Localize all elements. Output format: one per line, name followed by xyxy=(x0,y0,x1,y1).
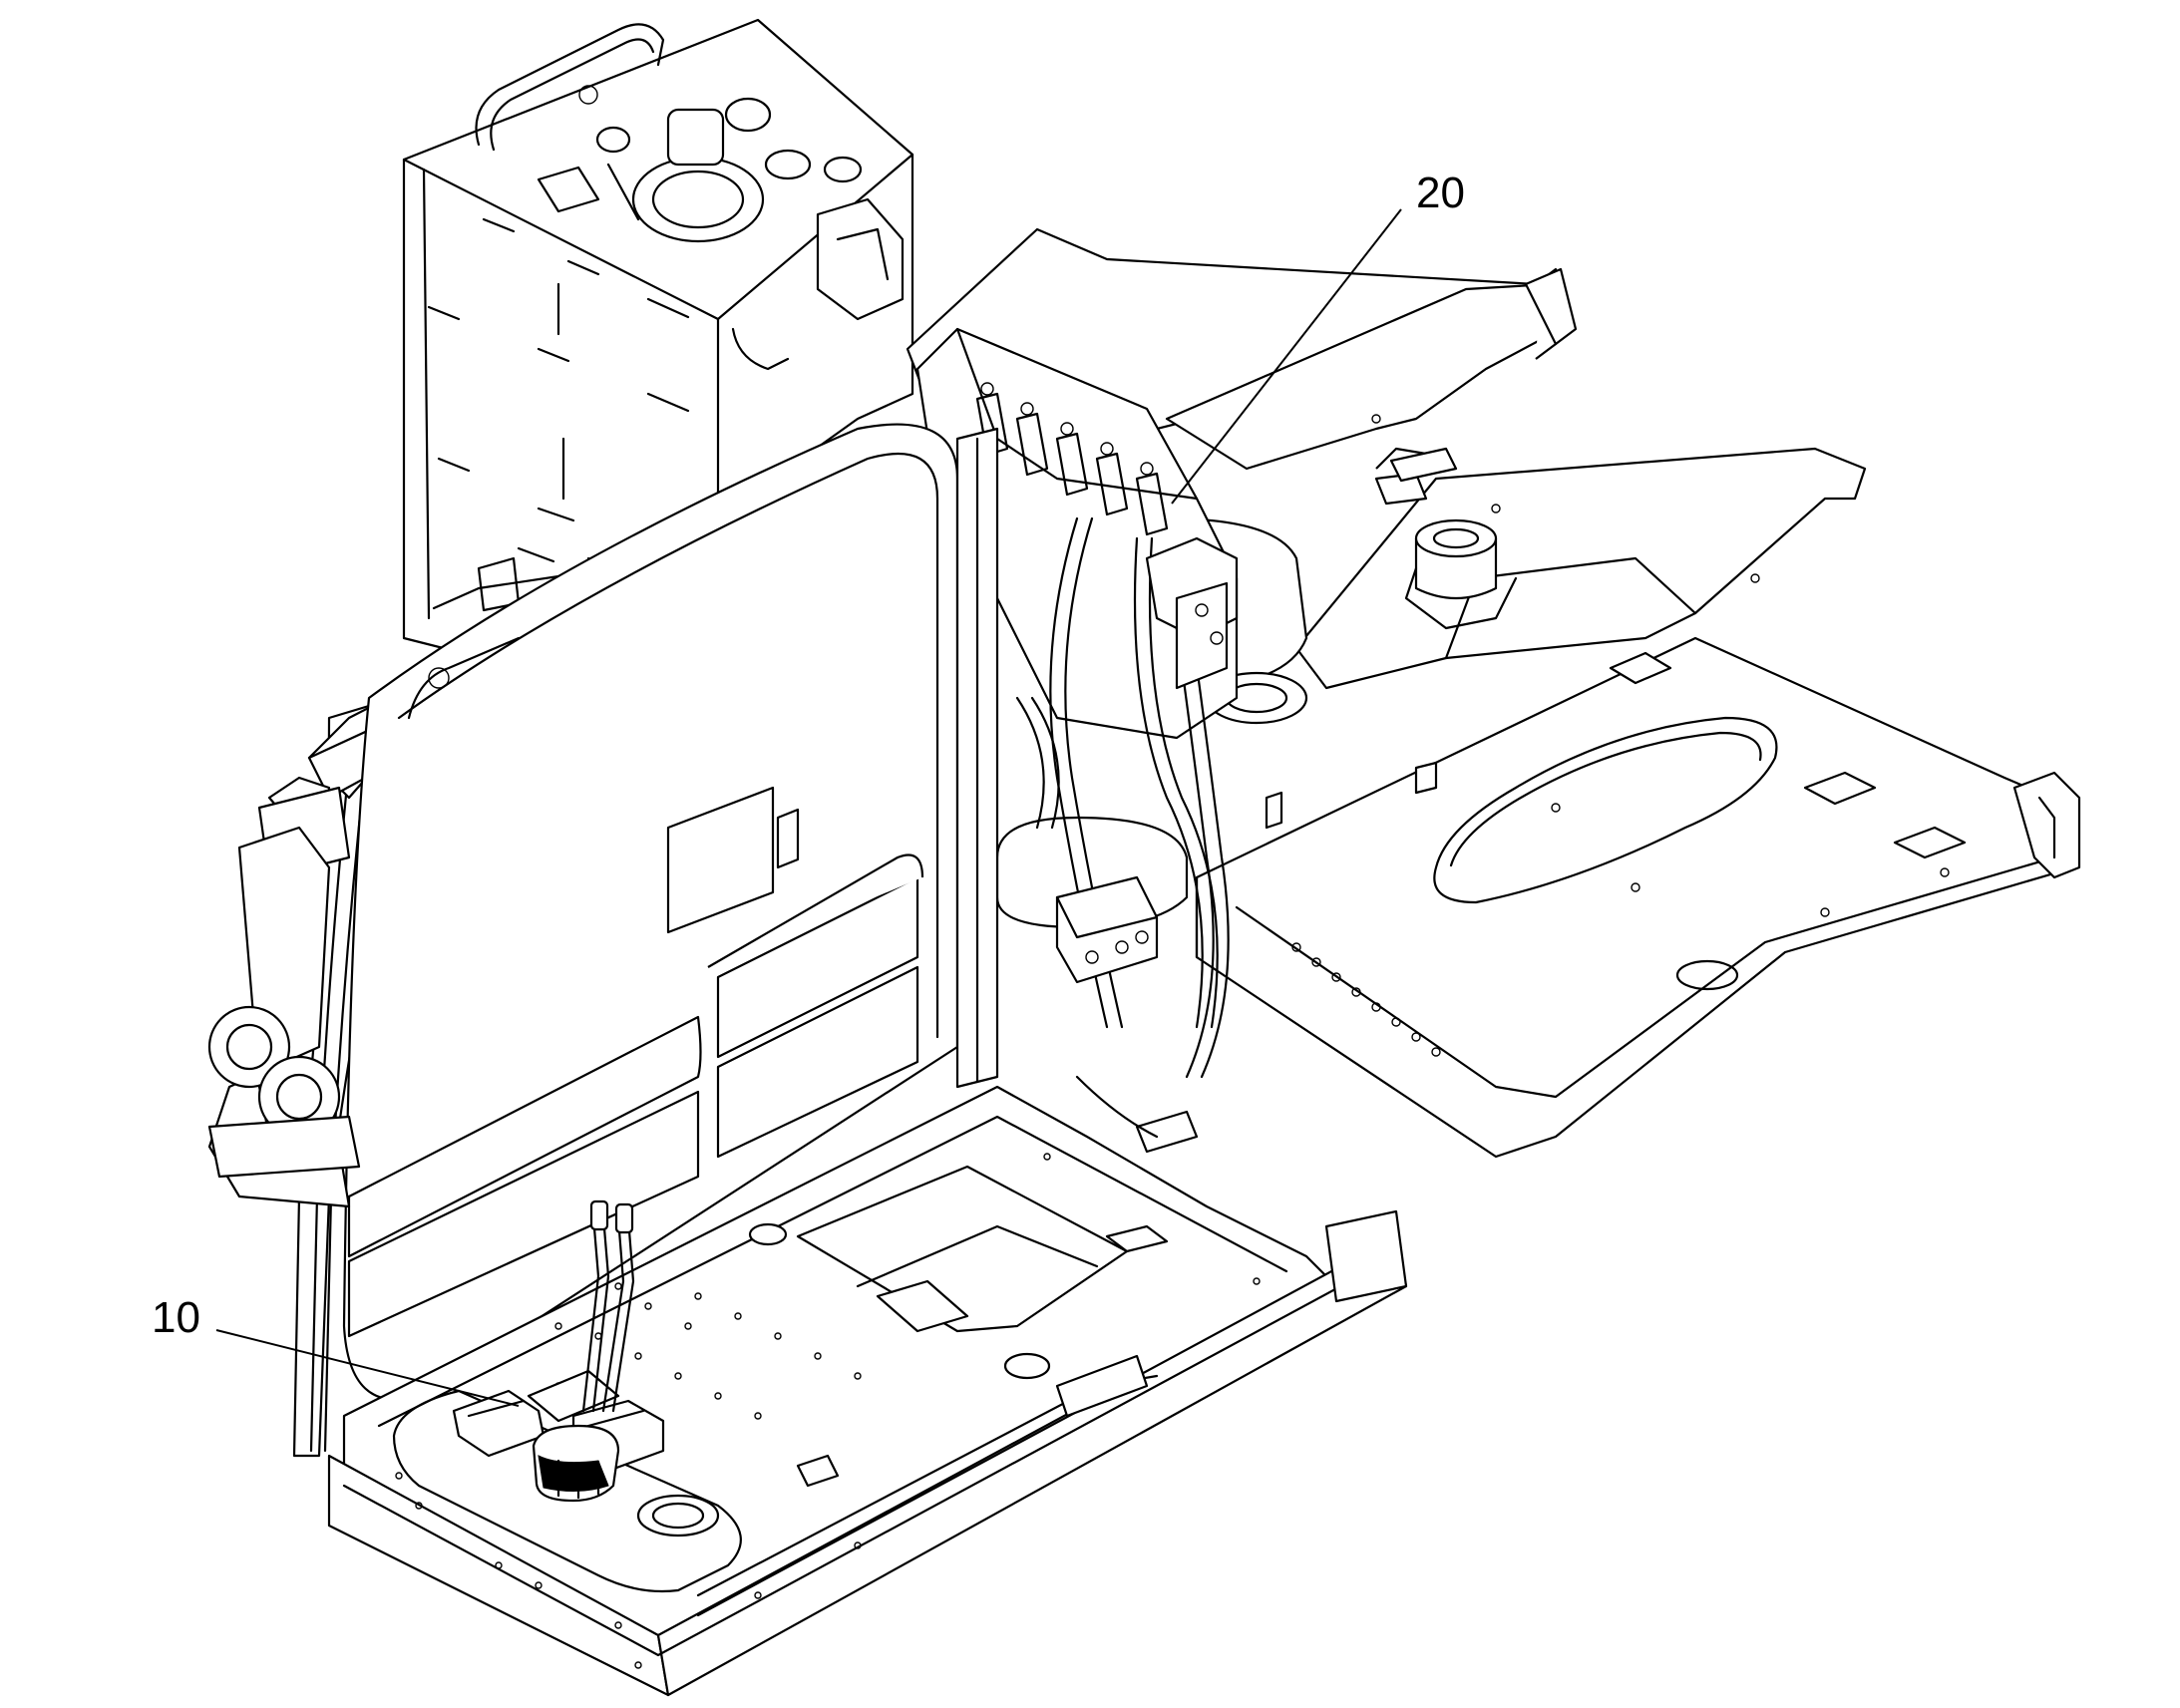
travel-pedal-assembly xyxy=(452,1199,665,1503)
cab-floor xyxy=(327,1085,1408,1697)
callout-10-leader xyxy=(215,1329,520,1407)
hydraulic-tank xyxy=(402,18,914,720)
callout-10-group: 10 xyxy=(152,1293,520,1407)
callout-20-group: 20 xyxy=(1171,169,1465,505)
frame-holes xyxy=(1291,414,1950,1057)
callout-20-label: 20 xyxy=(1416,169,1465,217)
callout-10-label: 10 xyxy=(152,1293,200,1342)
left-frame-stub xyxy=(207,786,361,1208)
floor-holes xyxy=(395,1153,1261,1669)
callout-20-leader xyxy=(1171,208,1402,505)
